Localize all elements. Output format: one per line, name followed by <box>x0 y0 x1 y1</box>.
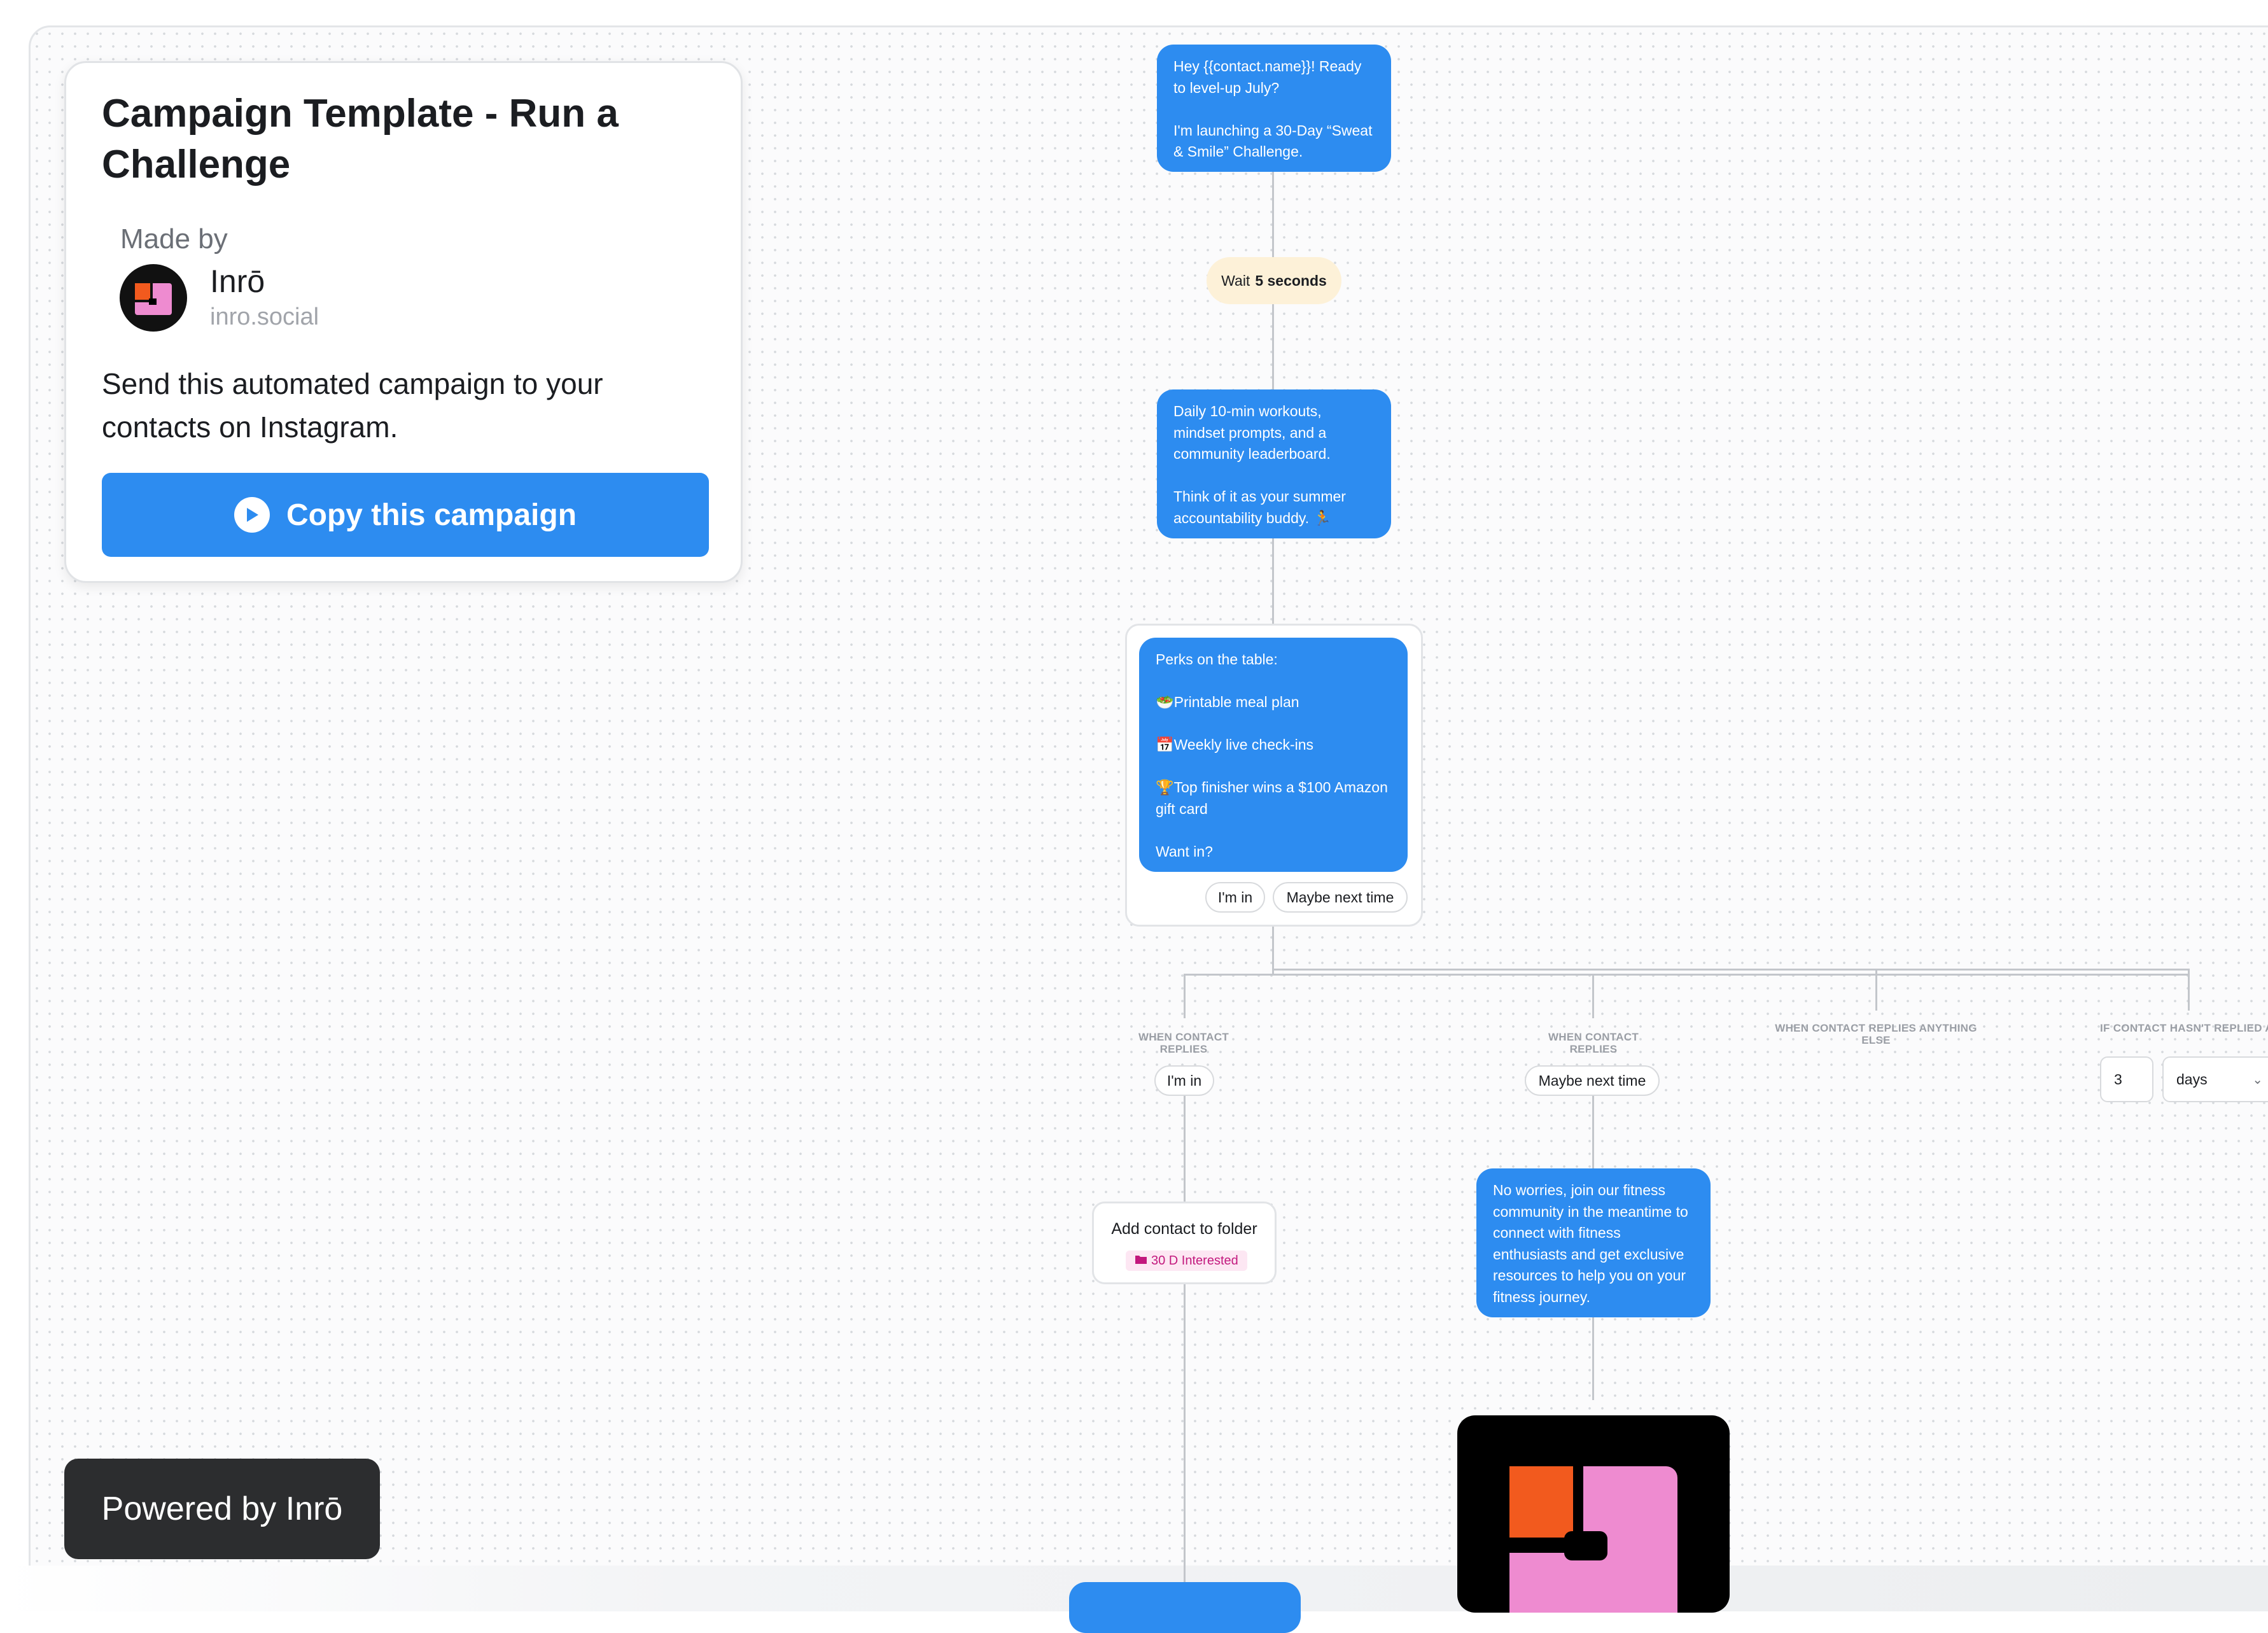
wait-prefix: Wait <box>1221 272 1250 289</box>
branch-condition-label: WHEN CONTACT REPLIES <box>1548 1031 1639 1055</box>
folder-tag: 30 D Interested <box>1126 1251 1247 1271</box>
connector-line <box>1592 1317 1594 1400</box>
connector-line <box>1592 974 1594 1018</box>
made-by-label: Made by <box>120 223 228 255</box>
connector-line <box>1184 974 2189 976</box>
wait-unit-select[interactable]: days ⌄ <box>2162 1056 2268 1102</box>
connector-line <box>1272 172 1274 257</box>
inro-logo-icon <box>1509 1466 1677 1613</box>
add-to-folder-node[interactable]: Add contact to folder 30 D Interested <box>1092 1202 1277 1284</box>
branch-condition-label: WHEN CONTACT REPLIES ANYTHING ELSE <box>1775 1022 1977 1046</box>
message-bubble-3[interactable]: Perks on the table: 🥗Printable meal plan… <box>1139 638 1408 872</box>
wait-unit-value: days <box>2176 1070 2208 1088</box>
connector-line <box>1184 974 1186 1018</box>
powered-by-badge[interactable]: Powered by Inrō <box>64 1459 380 1559</box>
connector-line <box>1184 1096 1186 1202</box>
branch-reply-chip[interactable]: Maybe next time <box>1525 1065 1660 1096</box>
folder-action-title: Add contact to folder <box>1111 1220 1257 1238</box>
folder-tag-label: 30 D Interested <box>1151 1253 1238 1268</box>
branch-condition-label: WHEN CONTACT REPLIES <box>1138 1031 1229 1055</box>
message-bubble-1[interactable]: Hey {{contact.name}}! Ready to level-up … <box>1157 45 1391 172</box>
connector-line <box>2188 969 2190 1011</box>
campaign-card: Campaign Template - Run a Challenge Made… <box>64 61 743 583</box>
connector-line <box>1184 1284 1186 1583</box>
connector-line <box>1272 538 1274 624</box>
quick-reply-chip[interactable]: Maybe next time <box>1273 882 1408 913</box>
message-bubble-2[interactable]: Daily 10-min workouts, mindset prompts, … <box>1157 389 1391 538</box>
copy-campaign-button[interactable]: Copy this campaign <box>102 473 709 557</box>
avatar <box>120 264 187 332</box>
brand-name: Inrō <box>210 263 265 299</box>
message-bubble-4[interactable]: No worries, join our fitness community i… <box>1476 1168 1711 1317</box>
folder-icon <box>1135 1254 1147 1268</box>
wait-duration: 5 seconds <box>1255 272 1327 289</box>
connector-line <box>1875 969 1877 1011</box>
connector-line <box>1272 927 1274 975</box>
message-bubble-5[interactable] <box>1069 1582 1301 1633</box>
brand-handle: inro.social <box>210 304 319 330</box>
branch-condition-label: IF CONTACT HASN'T REPLIED AFTER <box>2100 1022 2268 1034</box>
quick-reply-chip[interactable]: I'm in <box>1205 882 1265 913</box>
inro-logo-image <box>1457 1415 1730 1613</box>
campaign-description: Send this automated campaign to your con… <box>102 367 603 444</box>
connector-line <box>1592 1096 1594 1168</box>
play-icon <box>234 497 270 533</box>
page-title: Campaign Template - Run a Challenge <box>102 92 619 186</box>
branch-reply-chip[interactable]: I'm in <box>1154 1065 1214 1096</box>
chevron-down-icon: ⌄ <box>2252 1072 2263 1087</box>
connector-line <box>1272 304 1274 389</box>
connector-line <box>1272 969 2188 971</box>
wait-node[interactable]: Wait 5 seconds <box>1207 257 1341 304</box>
copy-campaign-label: Copy this campaign <box>286 498 577 532</box>
inro-logo-icon <box>135 283 172 315</box>
wait-amount-input[interactable]: 3 <box>2100 1056 2153 1102</box>
